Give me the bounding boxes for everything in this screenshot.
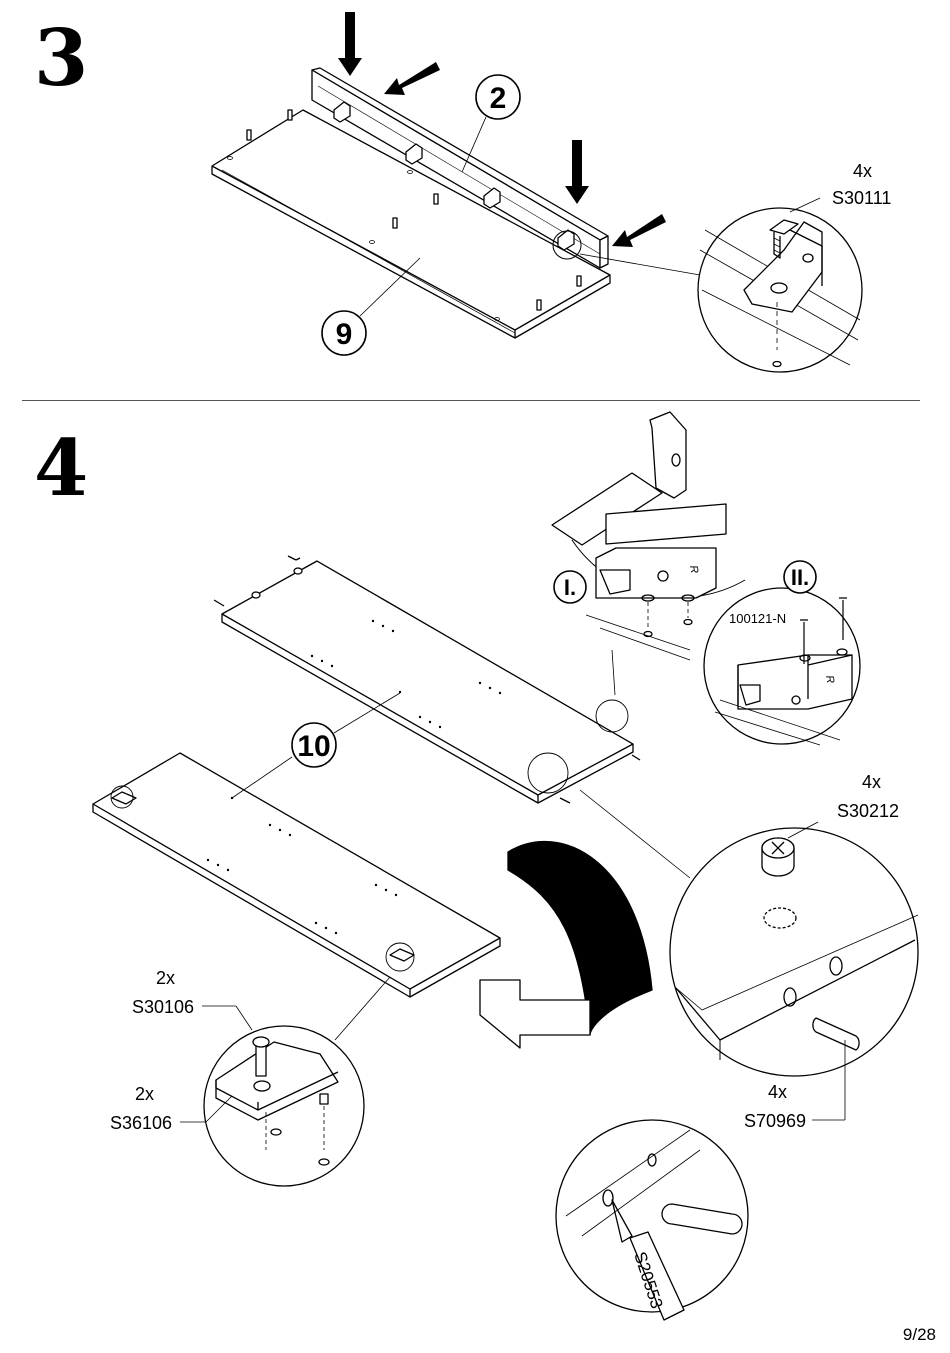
letter-r-detail-1: R xyxy=(687,564,700,574)
detail-circle-connector xyxy=(703,587,861,746)
flip-arrow-icon xyxy=(479,840,653,1049)
part-9-callout xyxy=(321,310,367,356)
hw-qty-s30111: 4x xyxy=(853,161,873,181)
hw-code-s36106: S36106 xyxy=(110,1113,173,1133)
roman-1-callout xyxy=(553,570,587,604)
step-3-number: 3 xyxy=(34,13,89,104)
detail-circle-bracket xyxy=(579,207,863,373)
hw-code-s30111: S30111 xyxy=(832,188,892,208)
holes-upper xyxy=(310,619,502,729)
detail-circle-glue xyxy=(555,1119,749,1321)
hw-qty-s30106: 2x xyxy=(156,968,176,988)
roman-1-label: I. xyxy=(564,575,576,600)
detail-circle-hammer xyxy=(551,411,746,696)
part-9-label: 9 xyxy=(336,318,353,351)
hw-qty-s30212: 4x xyxy=(862,772,882,792)
hw-code-s30106: S30106 xyxy=(132,997,195,1017)
dowels-step3 xyxy=(246,109,582,311)
panel-2 xyxy=(311,67,609,269)
arrow-icons-step3 xyxy=(338,12,666,247)
panel-10-upper xyxy=(221,560,634,804)
holes-step3 xyxy=(227,156,500,321)
part-10-callout xyxy=(291,722,337,768)
page-number: 9/28 xyxy=(902,1325,936,1344)
panel-9 xyxy=(211,109,611,339)
step-divider xyxy=(22,400,920,401)
roman-2-label: II. xyxy=(791,565,809,590)
dowels-upper xyxy=(213,555,641,804)
detail-circle-foot xyxy=(203,976,391,1187)
hw-code-s70969: S70969 xyxy=(744,1111,807,1131)
letter-r-detail-2: R xyxy=(823,674,836,684)
brackets-step3 xyxy=(333,101,575,251)
panel-10-lower xyxy=(92,752,501,998)
roman-2-callout xyxy=(783,560,817,594)
part-2-label: 2 xyxy=(490,82,507,115)
hw-qty-s70969: 4x xyxy=(768,1082,788,1102)
part-10-label: 10 xyxy=(297,730,330,763)
connector-code-label: 100121-N xyxy=(729,611,787,626)
part-2-callout xyxy=(475,74,521,120)
detail-focus-step3 xyxy=(552,230,582,260)
hw-qty-s36106: 2x xyxy=(135,1084,155,1104)
detail-circle-cam xyxy=(579,789,919,1077)
hw-code-s30212: S30212 xyxy=(837,801,900,821)
holes-lower xyxy=(206,796,398,935)
step-4-number: 4 xyxy=(34,423,89,514)
